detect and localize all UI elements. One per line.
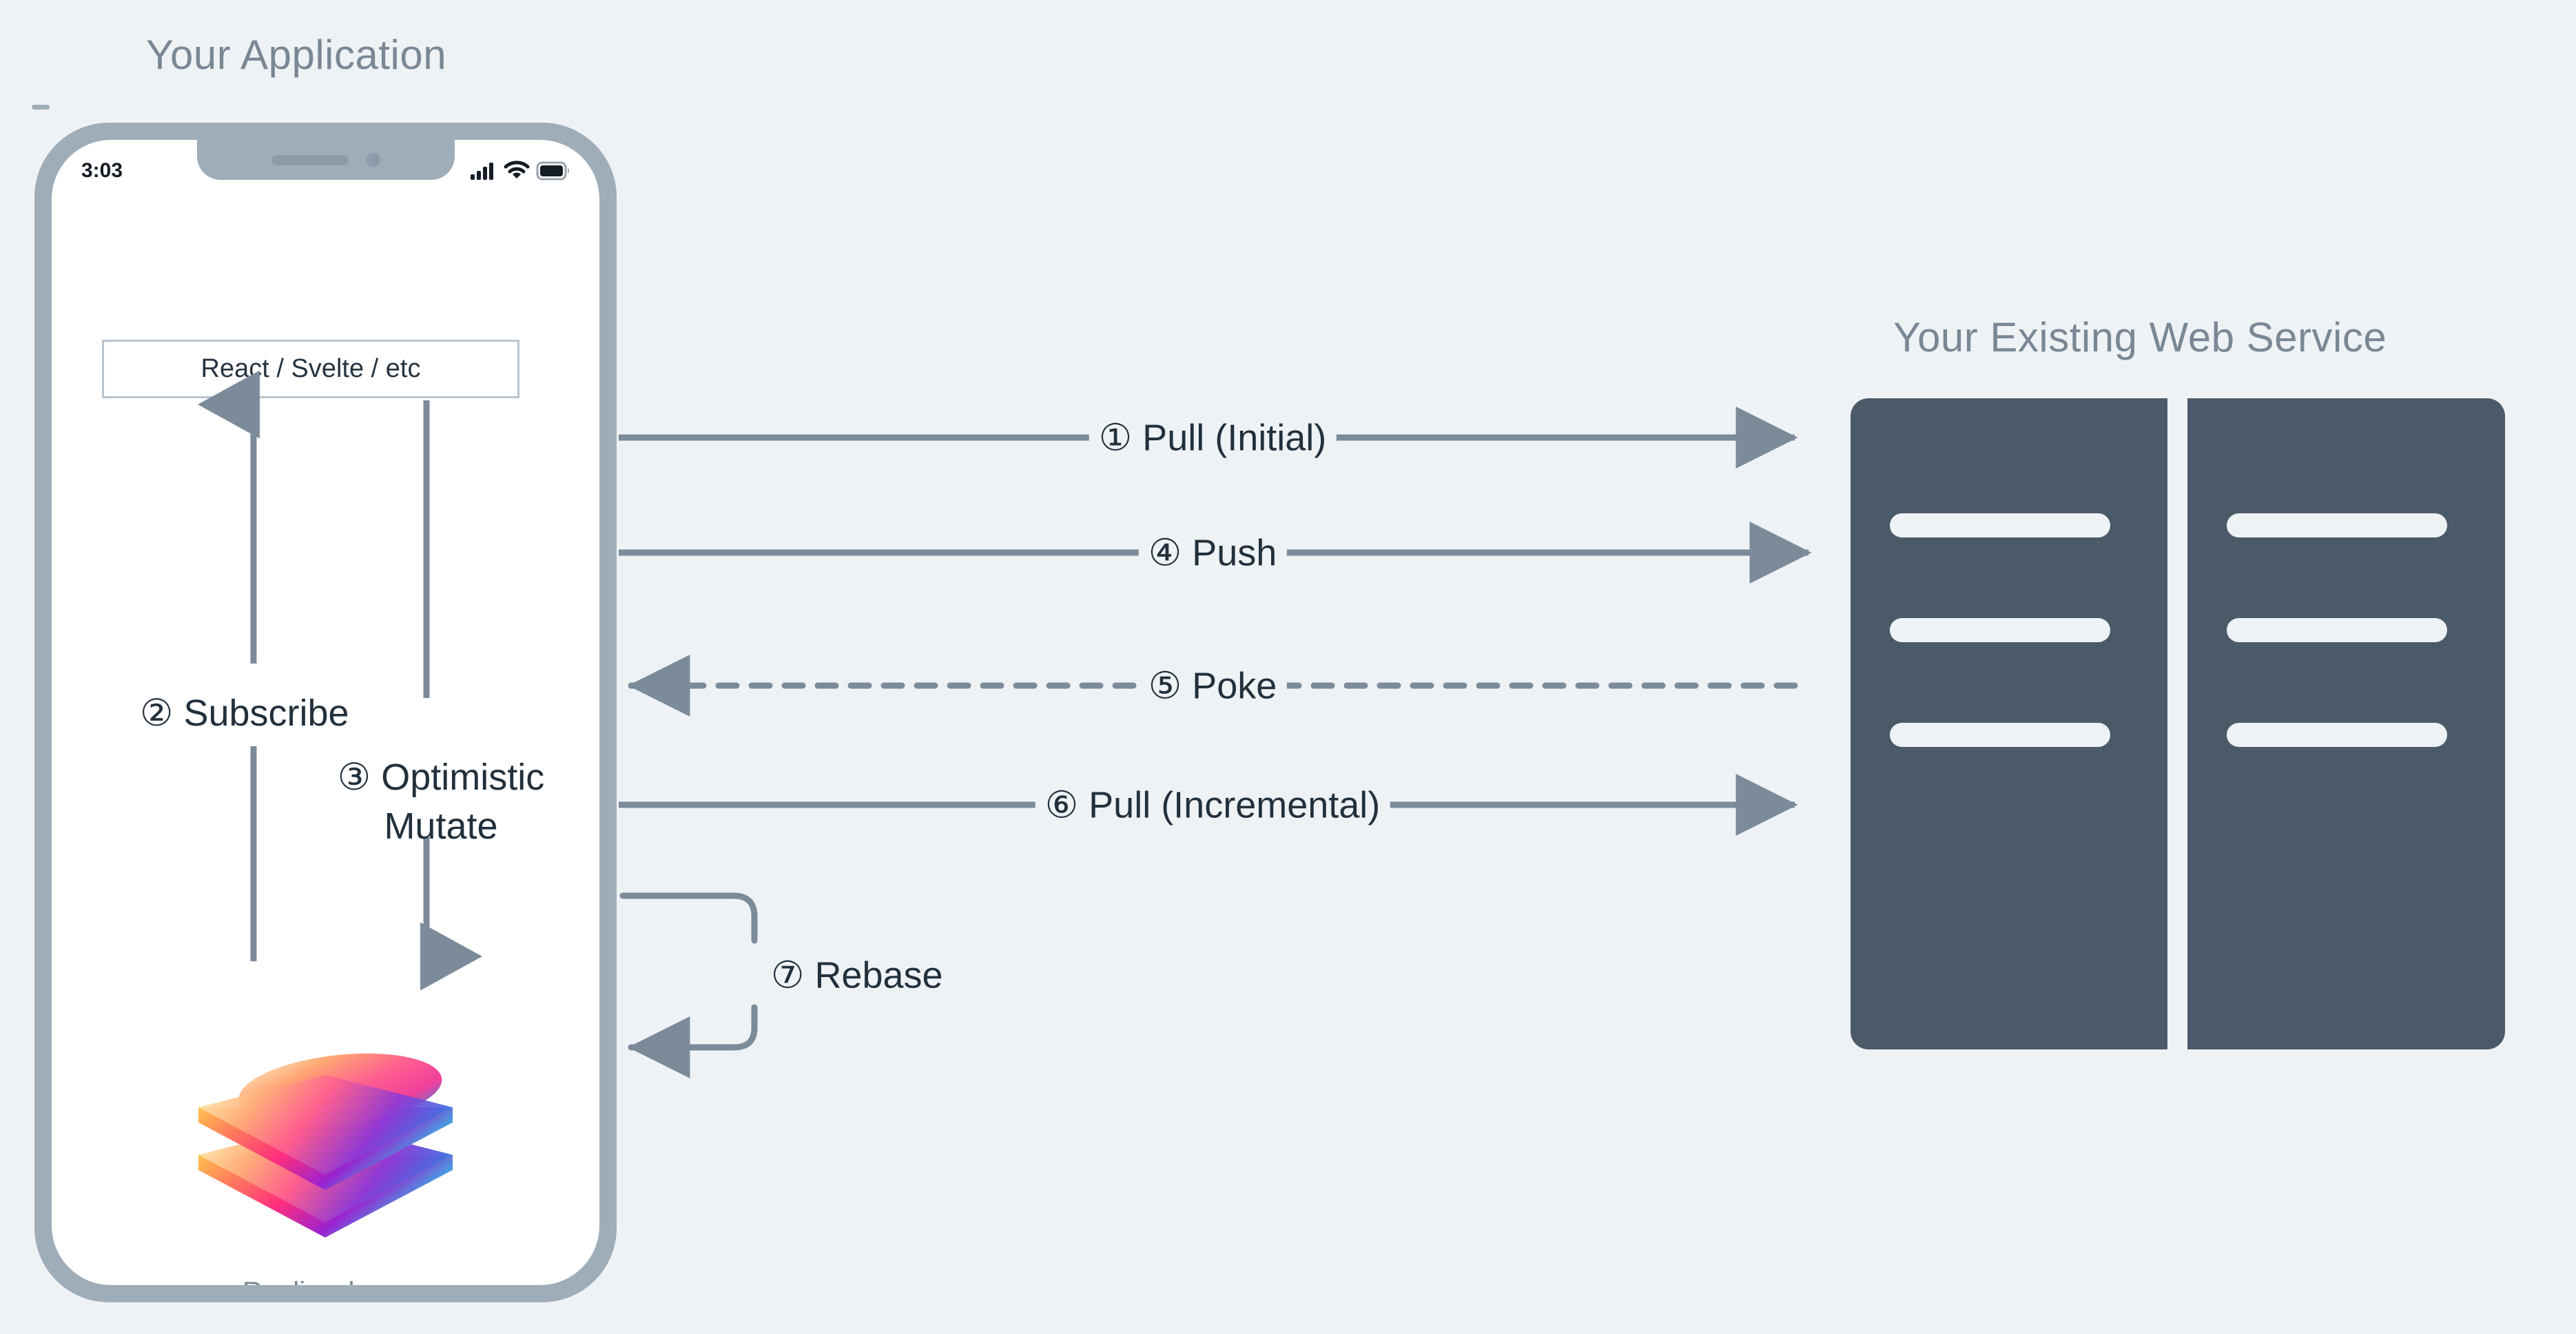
your-existing-web-service-title: Your Existing Web Service [1893, 314, 2387, 360]
subscribe-marker: ② [140, 692, 174, 734]
poke-text: Poke [1192, 665, 1277, 707]
optimistic-mutate-flow-label: ③ Optimistic Mutate [293, 753, 589, 852]
phone-internal-arrows [198, 370, 482, 991]
poke-marker: ⑤ [1148, 665, 1182, 707]
server-rack-right [2187, 398, 2505, 1049]
phone-screen: 3:03 [52, 140, 599, 1285]
phone-status-bar: 3:03 [52, 140, 599, 192]
server-rack-left-bar-3 [1890, 723, 2110, 747]
optimistic-mutate-marker: ③ [337, 757, 371, 798]
pull-initial-marker: ① [1098, 417, 1133, 459]
pull-incremental-marker: ⑥ [1044, 784, 1079, 826]
server-rack-left-bar-2 [1890, 618, 2110, 642]
server-rack-left [1851, 398, 2167, 1049]
push-marker: ④ [1148, 532, 1182, 574]
rebase-text: Rebase [814, 954, 943, 996]
optimistic-mutate-label-text: Optimistic Mutate [381, 757, 545, 848]
push-text: Push [1192, 532, 1277, 574]
front-camera-icon [366, 153, 380, 167]
subscribe-label-text: Subscribe [183, 692, 349, 734]
poke-label: ⑤ Poke [1138, 664, 1287, 708]
phone-volume-button [32, 105, 50, 110]
server-rack-right-bar-1 [2227, 513, 2447, 537]
cellular-signal-icon [471, 162, 497, 180]
your-application-title: Your Application [146, 32, 447, 78]
rebase-label: ⑦ Rebase [760, 953, 954, 997]
subscribe-flow-label: ② Subscribe [140, 691, 349, 735]
phone-notch [196, 140, 455, 180]
status-bar-clock: 3:03 [81, 158, 123, 182]
server-rack-left-bar-1 [1890, 513, 2110, 537]
pull-initial-label: ① Pull (Initial) [1089, 415, 1337, 460]
replicache-caption: Replicache [102, 1277, 519, 1285]
web-service-servers [1851, 398, 2505, 1049]
rebase-marker: ⑦ [771, 954, 805, 996]
pull-incremental-text: Pull (Incremental) [1089, 784, 1381, 826]
earpiece-speaker-icon [271, 154, 349, 165]
wifi-icon [504, 161, 530, 180]
push-label: ④ Push [1138, 531, 1287, 575]
replicache-logo [193, 1053, 458, 1246]
pull-incremental-label: ⑥ Pull (Incremental) [1035, 783, 1390, 827]
server-rack-right-bar-2 [2227, 618, 2447, 642]
pull-initial-text: Pull (Initial) [1142, 417, 1327, 459]
server-rack-right-bar-3 [2227, 723, 2447, 747]
rebase-self-loop-arrow [619, 892, 758, 1078]
battery-icon [536, 161, 570, 180]
phone-device: 3:03 [34, 123, 617, 1302]
